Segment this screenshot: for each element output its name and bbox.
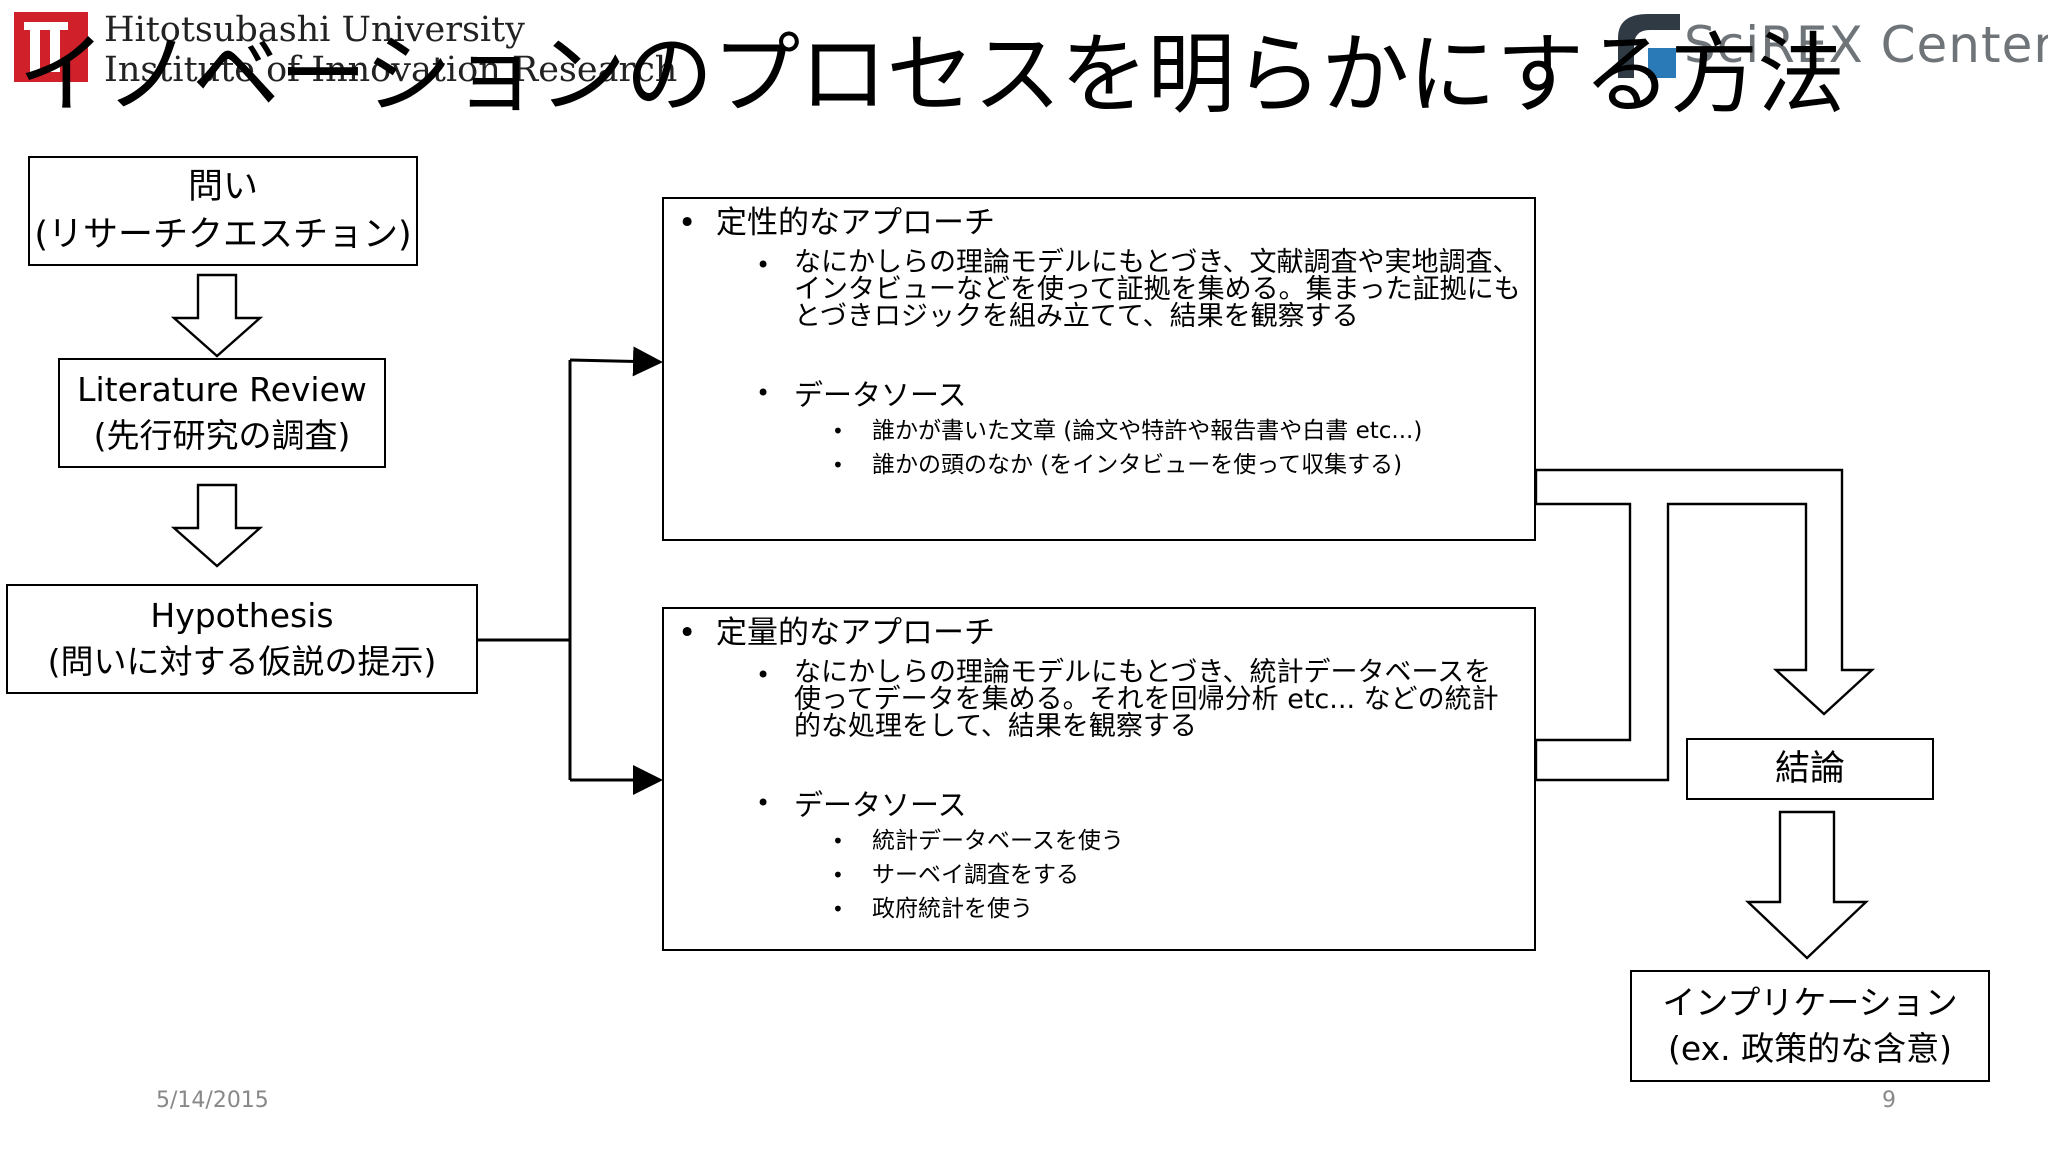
- quantitative-desc-line-2: 使ってデータを集める。それを回帰分析 etc... などの統計: [794, 684, 1499, 715]
- qualitative-approach-panel: • 定性的なアプローチ • なにかしらの理論モデルにもとづき、文献調査や実地調査…: [662, 197, 1536, 541]
- bullet-icon: •: [832, 419, 844, 443]
- hypothesis-box: Hypothesis (問いに対する仮説の提示): [6, 584, 478, 694]
- question-label: 問い: [187, 166, 258, 207]
- down-arrow-1: [170, 273, 264, 358]
- university-line-1: Hitotsubashi University: [104, 10, 525, 50]
- conclusion-box: 結論: [1686, 738, 1934, 800]
- qualitative-heading-row: • 定性的なアプローチ: [678, 205, 995, 241]
- qualitative-desc-line-2: インタビューなどを使って証拠を集める。集まった証拠にも: [794, 274, 1521, 305]
- quantitative-approach-panel: • 定量的なアプローチ • なにかしらの理論モデルにもとづき、統計データベースを…: [662, 607, 1536, 951]
- bullet-icon: •: [832, 829, 844, 853]
- down-arrow-3: [1744, 810, 1870, 960]
- qualitative-desc-line-3: とづきロジックを組み立てて、結果を観察する: [794, 301, 1359, 332]
- bullet-icon: •: [678, 205, 716, 241]
- down-arrow-2: [170, 483, 264, 568]
- implication-box: インプリケーション (ex. 政策的な含意): [1630, 970, 1990, 1082]
- quantitative-source-heading: データソース: [794, 788, 967, 822]
- hitotsubashi-logo-icon: [14, 12, 88, 82]
- bullet-icon: •: [832, 863, 844, 887]
- qualitative-desc-line-1: なにかしらの理論モデルにもとづき、文献調査や実地調査、: [794, 247, 1520, 278]
- partner-name: SciREX Center: [1684, 16, 2048, 74]
- bullet-icon: •: [756, 379, 771, 407]
- slide-page-number: 9: [1882, 1088, 1896, 1113]
- quantitative-desc-line-3: 的な処理をして、結果を観察する: [794, 711, 1197, 742]
- bullet-icon: •: [756, 251, 771, 279]
- conclusion-label: 結論: [1774, 748, 1845, 789]
- literature-label: Literature Review: [77, 370, 367, 410]
- quantitative-source-3: 政府統計を使う: [872, 896, 1033, 922]
- implication-sublabel: (ex. 政策的な含意): [1668, 1029, 1952, 1068]
- slide-date: 5/14/2015: [156, 1088, 269, 1113]
- qualitative-source-2: 誰かの頭のなか (をインタビューを使って収集する): [872, 452, 1403, 478]
- bullet-icon: •: [678, 615, 716, 651]
- branch-connector: [478, 360, 572, 780]
- quantitative-heading: 定量的なアプローチ: [716, 615, 995, 651]
- qualitative-source-heading: データソース: [794, 378, 967, 412]
- quantitative-heading-row: • 定量的なアプローチ: [678, 615, 995, 651]
- hypothesis-sublabel: (問いに対する仮説の提示): [47, 642, 437, 681]
- merge-arrow: [1534, 468, 1876, 782]
- implication-label: インプリケーション: [1662, 983, 1958, 1023]
- qualitative-source-1: 誰かが書いた文章 (論文や特許や報告書や白書 etc...): [872, 418, 1423, 444]
- bullet-icon: •: [756, 789, 771, 817]
- quantitative-source-2: サーベイ調査をする: [872, 862, 1079, 888]
- question-box: 問い (リサーチクエスチョン): [28, 156, 418, 266]
- quantitative-source-1: 統計データベースを使う: [872, 828, 1124, 854]
- literature-sublabel: (先行研究の調査): [93, 416, 351, 455]
- bullet-icon: •: [832, 897, 844, 921]
- page-title: イノベーションのプロセスを明らかにする方法: [18, 23, 1845, 126]
- university-name: Hitotsubashi University Institute of Inn…: [104, 10, 677, 90]
- bullet-icon: •: [832, 453, 844, 477]
- qualitative-heading: 定性的なアプローチ: [716, 205, 995, 241]
- university-line-2: Institute of Innovation Research: [104, 50, 678, 90]
- literature-review-box: Literature Review (先行研究の調査): [58, 358, 386, 468]
- question-sublabel: (リサーチクエスチョン): [34, 215, 412, 255]
- scirex-logo-icon: [1618, 14, 1680, 78]
- hypothesis-label: Hypothesis: [150, 596, 334, 636]
- quantitative-desc-line-1: なにかしらの理論モデルにもとづき、統計データベースを: [794, 657, 1492, 688]
- bullet-icon: •: [756, 661, 771, 689]
